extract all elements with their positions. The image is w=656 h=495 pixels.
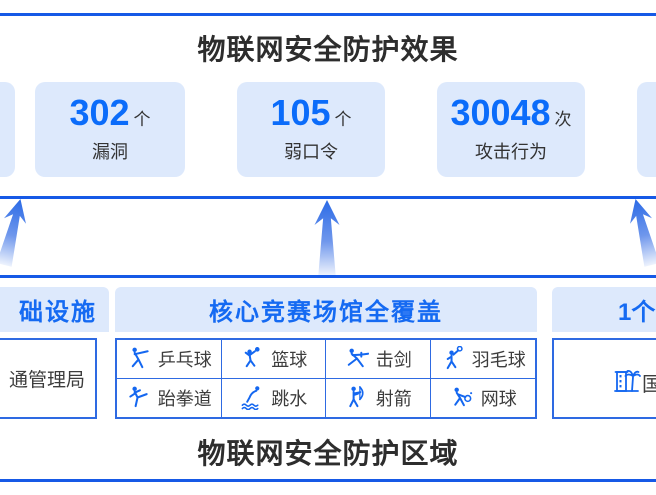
zone-card-single-box: 国 (552, 338, 656, 419)
stat-unit: 次 (554, 110, 572, 129)
table-tennis-icon (131, 347, 149, 369)
sport-name: 跆拳道 (157, 388, 212, 409)
zone-card-venues-title: 核心竞赛场馆全覆盖 (115, 287, 537, 332)
sport-cell: 跆拳道 (117, 378, 222, 417)
sport-cell: 乒乓球 (117, 340, 222, 379)
sport-cell: 击剑 (326, 340, 431, 379)
stat-value-row: 302 个 (69, 95, 150, 131)
diving-icon (241, 386, 260, 411)
stat-label: 漏洞 (92, 142, 128, 162)
flow-band-bottom-divider (0, 275, 656, 278)
sport-cell: 羽毛球 (430, 340, 535, 379)
sport-cell: 射箭 (326, 378, 431, 417)
taekwondo-icon (129, 386, 148, 408)
venues-table: 乒乓球 篮球 击剑 羽毛球 (115, 338, 537, 419)
zone-item-label: 通管理局 (8, 370, 85, 391)
sport-name: 射箭 (375, 388, 412, 409)
stat-label: 弱口令 (284, 142, 338, 162)
up-arrow-left-icon (0, 195, 37, 269)
page-title: 物联网安全防护效果 (197, 34, 459, 65)
sport-name: 羽毛球 (471, 349, 526, 370)
sport-name: 网球 (480, 388, 517, 409)
building-icon (614, 369, 641, 392)
sport-cell: 网球 (431, 379, 536, 418)
top-divider (0, 13, 656, 16)
flow-band-top-divider (0, 196, 656, 199)
stat-card-vulnerabilities: 302 个 漏洞 (35, 82, 185, 177)
stat-value-row: 30048 次 (450, 95, 571, 131)
zone-card-single-title: 1个 (552, 287, 656, 332)
stat-value-row: 105 个 (270, 95, 351, 131)
sport-name: 跳水 (271, 388, 308, 409)
stat-value: 302 (69, 92, 130, 133)
badminton-icon (446, 346, 463, 370)
stat-card-weak-passwords: 105 个 弱口令 (237, 82, 385, 177)
stat-value: 105 (270, 92, 331, 133)
up-arrow-right-icon (619, 195, 656, 269)
sport-name: 击剑 (375, 349, 412, 370)
stat-card-right-partial (637, 82, 656, 177)
sport-cell: 篮球 (221, 340, 326, 379)
sport-name: 乒乓球 (157, 349, 212, 370)
stat-card-left-partial (0, 82, 15, 177)
stat-label: 攻击行为 (475, 142, 547, 162)
bottom-divider (0, 479, 656, 482)
stat-value: 30048 (450, 92, 551, 133)
zone-item-label: 国 (642, 374, 656, 396)
sport-cell: 跳水 (222, 378, 326, 417)
zone-card-infrastructure-title: 础设施 (0, 287, 109, 332)
footer-title: 物联网安全防护区域 (197, 438, 459, 469)
tennis-icon (453, 387, 472, 407)
sport-name: 篮球 (271, 349, 308, 370)
basketball-icon (244, 347, 260, 368)
stat-card-attack-behaviors: 30048 次 攻击行为 (437, 82, 585, 177)
stat-unit: 个 (133, 110, 151, 129)
up-arrow-middle-icon (310, 200, 344, 275)
archery-icon (348, 386, 364, 408)
stat-unit: 个 (334, 110, 352, 129)
zone-card-infrastructure-box: 通管理局 (0, 338, 97, 419)
fencing-icon (347, 348, 369, 368)
